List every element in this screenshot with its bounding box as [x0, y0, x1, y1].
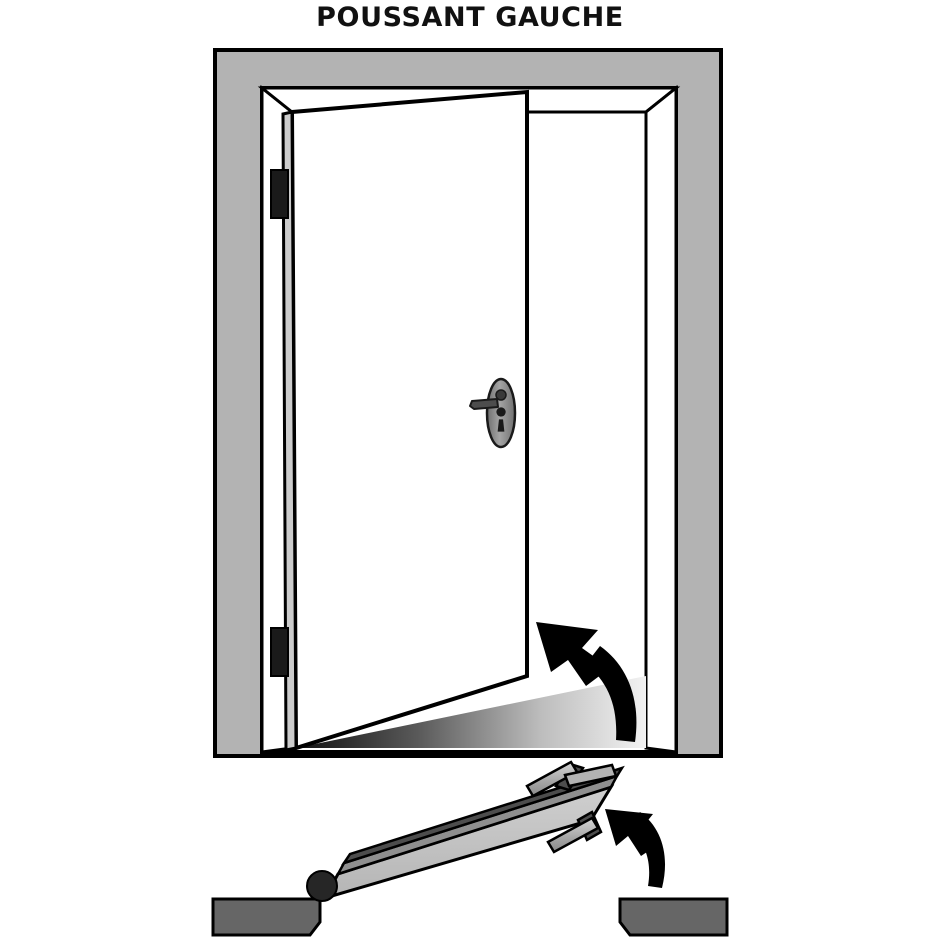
handle-plate-upper-icon	[563, 763, 618, 788]
handle-spindle-icon	[495, 389, 507, 401]
handle-lever-lower	[546, 810, 603, 854]
handle-lever-upper	[525, 760, 618, 798]
plan-swing-direction-arrow	[605, 809, 666, 888]
elevation-view	[213, 48, 723, 758]
handle-keyhole-icon	[496, 407, 506, 432]
floor-shadow	[296, 676, 646, 748]
plan-view	[211, 760, 729, 937]
wall-block-left	[211, 897, 322, 937]
hinge-lower-icon	[270, 627, 289, 677]
jamb-right-perspective	[644, 84, 678, 754]
handle-lever-icon	[469, 398, 499, 410]
swing-arrow-head-icon	[536, 622, 610, 686]
door-slab-top-band	[340, 765, 625, 866]
page-title: POUSSANT GAUCHE	[316, 2, 624, 33]
wall-block-right	[618, 897, 729, 937]
hinge-pivot-ball-icon	[306, 870, 338, 902]
plan-arrow-head-icon	[605, 809, 659, 856]
handle-bar-lower-icon	[546, 816, 600, 854]
door-hinge-edge	[281, 110, 298, 752]
swing-direction-arrow	[536, 622, 637, 742]
hinge-upper-icon	[270, 169, 289, 219]
door-handle	[469, 377, 517, 449]
